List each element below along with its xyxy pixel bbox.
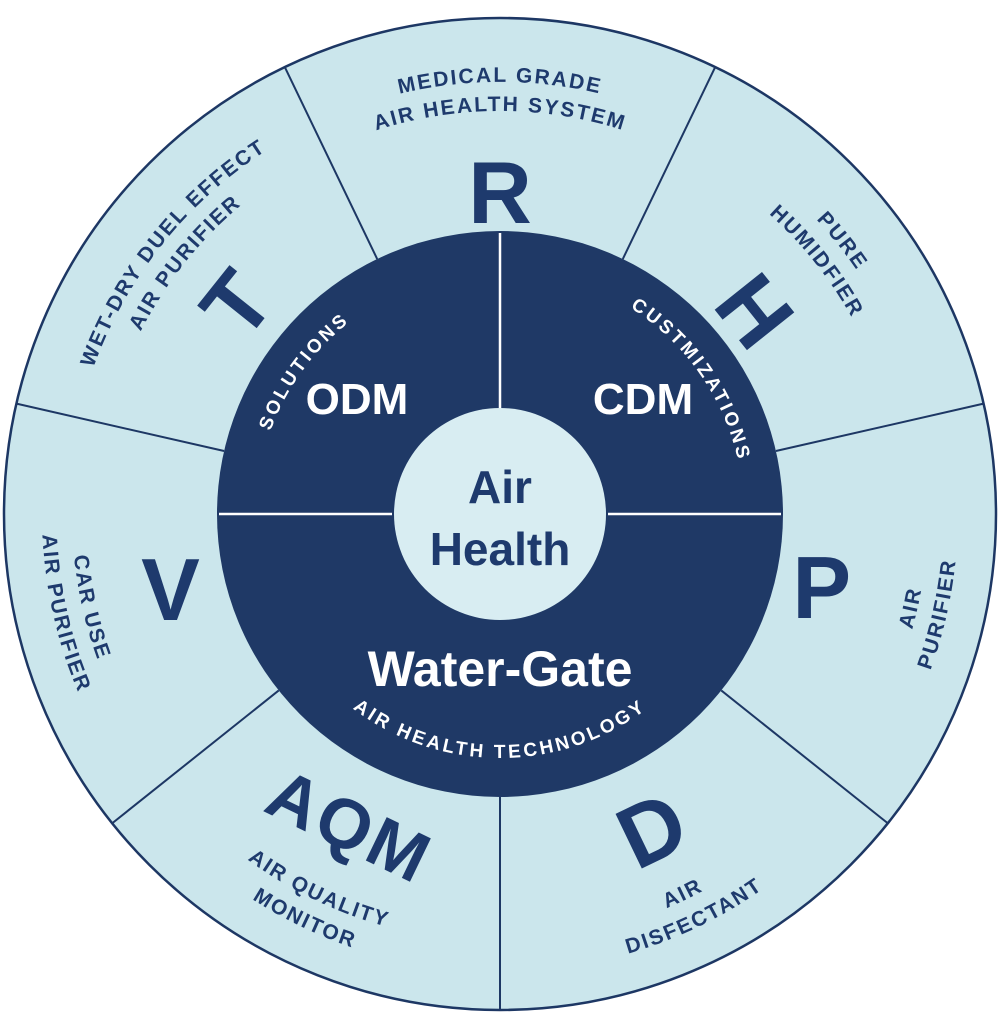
segment-divider-line [621,66,717,260]
inner-quadrant-dividers [219,233,781,516]
segment-letter-V: V [141,540,200,639]
segment-divider-line [720,689,889,825]
segment-letter-R: R [468,143,532,242]
segment-divider-line [111,689,280,825]
quadrant-label-odm: ODM [306,375,409,424]
quadrant-label-watergate: Water-Gate [368,641,633,697]
center-title-line1: Air [468,461,532,513]
center-title-line2: Health [430,523,571,575]
center-circle [394,408,606,620]
quadrant-label-cdm: CDM [593,375,693,424]
segment-letter-P: P [792,538,851,637]
outer-segment-dividers [16,66,984,1010]
segment-divider-line [283,66,379,260]
segment-divider-line [775,402,984,453]
segment-divider-line [16,402,225,453]
